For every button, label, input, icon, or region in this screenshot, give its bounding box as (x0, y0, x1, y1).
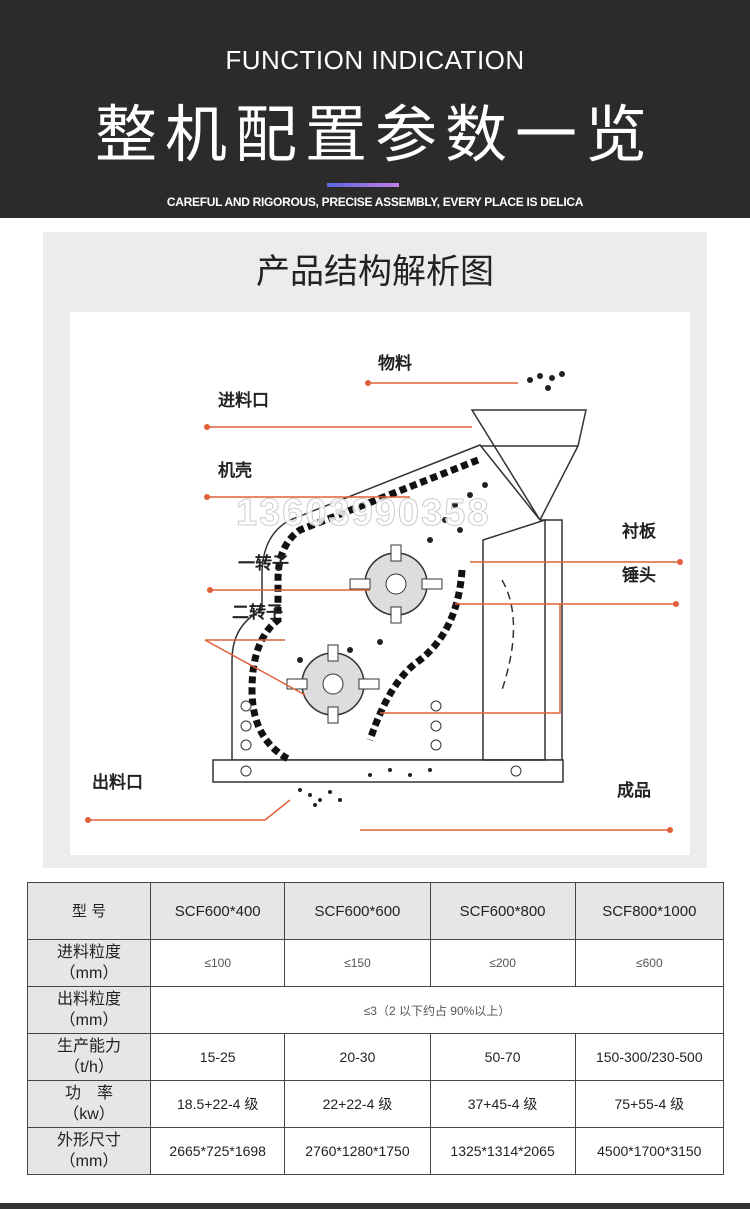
cell: 22+22-4 级 (284, 1080, 431, 1128)
material-particles (297, 371, 565, 807)
row-label-text: 出料粒度 (56, 991, 121, 1008)
cell: 18.5+22-4 级 (149, 1080, 286, 1128)
row-unit: （t/h） (64, 1059, 114, 1076)
label-outlet: 出料口 (92, 773, 143, 793)
cell: 150-300/230-500 (574, 1033, 725, 1081)
model-cell: SCF600*400 (149, 882, 286, 940)
cell: 4500*1700*3150 (574, 1127, 725, 1175)
label-liner: 衬板 (622, 522, 656, 542)
accent-bar (327, 183, 399, 187)
table-row: 生产能力 （t/h） 15-25 20-30 50-70 150-300/230-… (27, 1033, 725, 1081)
row-label: 生产能力 （t/h） (27, 1033, 151, 1081)
label-rotor1: 一转子 (238, 554, 289, 574)
cell: ≤150 (284, 939, 431, 987)
row-unit: （mm） (59, 965, 119, 982)
row-label: 进料粒度 （mm） (27, 939, 151, 987)
bolt-holes (240, 700, 522, 777)
row-label: 外形尺寸 （mm） (27, 1127, 151, 1175)
table-header-row: 型 号 SCF600*400 SCF600*600 SCF600*800 SCF… (27, 882, 725, 940)
row-label: 出料粒度 （mm） (27, 986, 151, 1034)
callout-dots (85, 380, 683, 833)
cell: 75+55-4 级 (574, 1080, 725, 1128)
row-label-text: 生产能力 (56, 1038, 121, 1055)
label-product: 成品 (617, 781, 651, 801)
rotor-2 (286, 644, 380, 724)
spec-table: 型 号 SCF600*400 SCF600*600 SCF600*800 SCF… (27, 882, 725, 1175)
row-unit: （mm） (59, 1012, 119, 1029)
model-cell: SCF800*1000 (574, 882, 725, 940)
table-row: 功 率（kw） 18.5+22-4 级 22+22-4 级 37+45-4 级 … (27, 1080, 725, 1128)
cell: 20-30 (284, 1033, 431, 1081)
table-row: 出料粒度 （mm） ≤3（2 以下约占 90%以上） (27, 986, 724, 1034)
label-material: 物料 (378, 354, 412, 374)
cell: 2760*1280*1750 (284, 1127, 431, 1175)
merged-cell: ≤3（2 以下约占 90%以上） (150, 986, 724, 1034)
row-label-text: 外形尺寸 (56, 1132, 121, 1149)
base (212, 759, 564, 783)
header-subtitle: CAREFUL AND RIGOROUS, PRECISE ASSEMBLY, … (166, 195, 584, 209)
label-inlet: 进料口 (218, 391, 269, 411)
structure-panel: 产品结构解析图 (43, 232, 707, 868)
header-model-label: 型 号 (27, 882, 151, 940)
table-row: 外形尺寸 （mm） 2665*725*1698 2760*1280*1750 13… (27, 1127, 725, 1175)
cell: 37+45-4 级 (429, 1080, 576, 1128)
label-hammer: 锤头 (622, 566, 656, 586)
cell: 1325*1314*2065 (429, 1127, 576, 1175)
row-label: 功 率 （kw） (27, 1080, 151, 1128)
header-en-title: FUNCTION INDICATION (225, 45, 525, 75)
callout-lines (88, 382, 680, 831)
side-column (482, 518, 546, 761)
row-label-text: 功 率 (64, 1085, 113, 1102)
cell: ≤100 (149, 939, 286, 987)
label-rotor2: 二转子 (232, 603, 283, 623)
cell: 2665*725*1698 (149, 1127, 286, 1175)
cell: ≤200 (429, 939, 576, 987)
cell: 50-70 (429, 1033, 576, 1081)
model-cell: SCF600*600 (284, 882, 431, 940)
label-housing: 机壳 (218, 461, 252, 481)
liner-plates (248, 456, 480, 764)
row-label-text: 进料粒度 (56, 944, 121, 961)
bottom-strip (0, 1203, 750, 1209)
crusher-diagram (85, 371, 683, 833)
diagram-title: 产品结构解析图 (256, 252, 494, 292)
row-unit: （mm） (59, 1153, 119, 1170)
table-row: 进料粒度 （mm） ≤100 ≤150 ≤200 ≤600 (27, 939, 725, 987)
row-unit: （kw） (63, 1106, 115, 1123)
header-cn-title: 整机配置参数一览 (94, 98, 655, 171)
cell: ≤600 (574, 939, 725, 987)
watermark: 13603990358 (235, 492, 491, 535)
header-banner: FUNCTION INDICATION 整机配置参数一览 CAREFUL AND… (0, 0, 750, 218)
model-cell: SCF600*800 (429, 882, 576, 940)
cell: 15-25 (149, 1033, 286, 1081)
rotor-1 (349, 544, 443, 624)
